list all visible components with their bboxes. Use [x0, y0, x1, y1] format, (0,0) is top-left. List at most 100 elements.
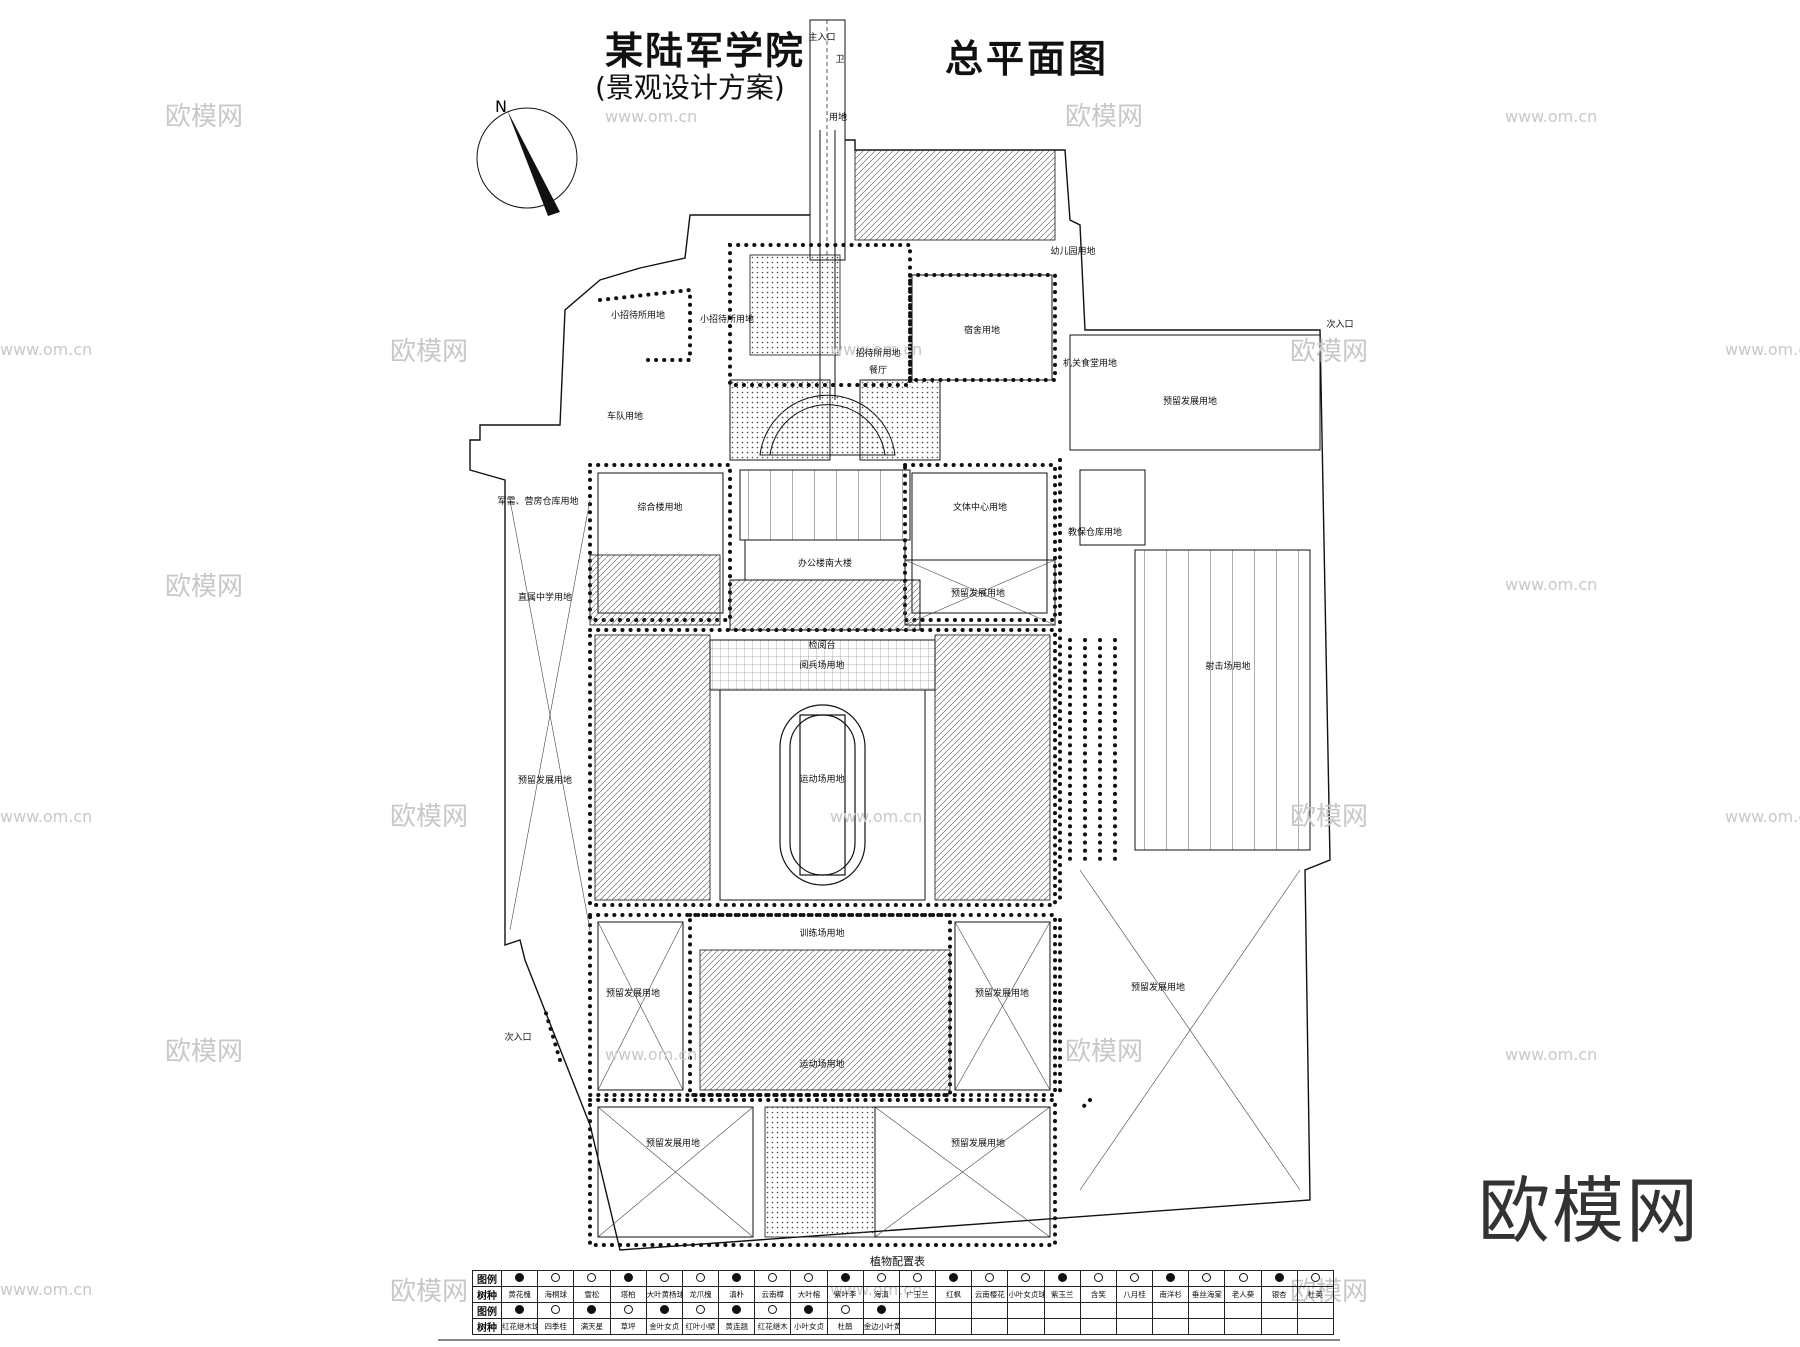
- legend-species: 大叶黄杨球: [645, 1286, 683, 1303]
- legend-species: 老人葵: [1224, 1286, 1262, 1303]
- tree-symbol-icon: [840, 1273, 850, 1282]
- label-reserve-se: 预留发展用地: [975, 987, 1029, 999]
- legend-symbol: [500, 1302, 539, 1319]
- shrub-symbol-icon: [587, 1305, 597, 1314]
- row-label: 树种: [472, 1286, 502, 1303]
- legend-species-row-1: 树种黄花槐海桐球雪松塔柏大叶黄杨球龙爪槐滇朴云南樟大叶榕紫叶李海滇广玉兰红枫云南…: [472, 1286, 1335, 1303]
- label-storage: 教保仓库用地: [1068, 526, 1122, 538]
- legend-symbol-row-1: 图例: [472, 1270, 1335, 1287]
- label-canteen: 机关食堂用地: [1063, 357, 1117, 369]
- tree-symbol-icon: [1093, 1273, 1103, 1282]
- label-sports-small: 运动场用地: [799, 1058, 844, 1070]
- legend-symbol: [898, 1302, 937, 1319]
- plan-title: 总平面图: [945, 37, 1110, 81]
- legend-species: 金边小叶黄: [862, 1318, 900, 1335]
- plant-legend-table: 图例 树种黄花槐海桐球雪松塔柏大叶黄杨球龙爪槐滇朴云南樟大叶榕紫叶李海滇广玉兰红…: [472, 1270, 1335, 1335]
- svg-text:欧模网: 欧模网: [165, 1037, 243, 1067]
- legend-species: 海滇: [862, 1286, 900, 1303]
- svg-text:www.om.cn: www.om.cn: [1725, 807, 1800, 826]
- legend-species: 金叶女贞: [645, 1318, 683, 1335]
- tree-symbol-icon: [985, 1273, 995, 1282]
- storage-block: [1079, 469, 1146, 546]
- label-use-land: 用地: [829, 111, 847, 123]
- svg-text:www.om.cn: www.om.cn: [0, 340, 92, 359]
- tree-symbol-icon: [1021, 1273, 1031, 1282]
- legend-symbol: [500, 1270, 539, 1287]
- label-complex: 综合楼用地: [637, 501, 682, 513]
- legend-species: 红叶小檗: [681, 1318, 720, 1335]
- tree-symbol-icon: [695, 1273, 705, 1282]
- label-guard: 卫: [835, 55, 844, 65]
- shrub-symbol-icon: [732, 1305, 742, 1314]
- legend-symbol: [935, 1270, 973, 1287]
- legend-species: 紫玉兰: [1043, 1286, 1081, 1303]
- legend-symbol: [1260, 1270, 1298, 1287]
- garden-south: [699, 949, 951, 1091]
- legend-species: 塔柏: [609, 1286, 647, 1303]
- svg-text:www.om.cn: www.om.cn: [0, 1280, 92, 1299]
- legend-species: [1007, 1318, 1045, 1335]
- tree-symbol-icon: [1310, 1273, 1320, 1282]
- legend-species: 滇朴: [718, 1286, 756, 1303]
- garden-guest: [749, 254, 841, 356]
- tree-symbol-icon: [768, 1273, 778, 1282]
- svg-text:www.om.cn: www.om.cn: [830, 340, 922, 359]
- legend-symbol: [790, 1270, 828, 1287]
- svg-text:www.om.cn: www.om.cn: [1505, 575, 1597, 594]
- legend-species: [935, 1318, 973, 1335]
- garden-school: [589, 554, 721, 626]
- garden-north: [854, 149, 1056, 241]
- legend-species: 云南樟: [754, 1286, 792, 1303]
- shrub-symbol-icon: [515, 1305, 525, 1314]
- tree-symbol-icon: [587, 1273, 597, 1282]
- svg-text:欧模网: 欧模网: [1290, 802, 1368, 832]
- garden-east: [934, 634, 1051, 901]
- svg-text:www.om.cn: www.om.cn: [605, 107, 697, 126]
- shrub-symbol-icon: [659, 1305, 669, 1314]
- legend-symbol: [718, 1270, 756, 1287]
- legend-symbol: [609, 1270, 647, 1287]
- label-small-guest-left: 小招待所用地: [611, 309, 665, 321]
- legend-species: 红花继木: [754, 1318, 792, 1335]
- legend-species: 小叶女贞: [790, 1318, 828, 1335]
- legend-symbol-row-2: 图例: [472, 1302, 1335, 1319]
- legend-symbol: [971, 1302, 1009, 1319]
- label-reviewing: 检阅台: [808, 639, 835, 651]
- legend-symbol: [537, 1302, 575, 1319]
- legend-symbol: [790, 1302, 828, 1319]
- legend-symbol: [1007, 1270, 1045, 1287]
- label-sports-main: 运动场用地: [799, 773, 844, 785]
- label-dorm: 宿舍用地: [964, 324, 1000, 336]
- legend-species: 云南樱花: [971, 1286, 1009, 1303]
- label-training: 训练场用地: [799, 927, 844, 939]
- tree-symbol-icon: [1166, 1273, 1176, 1282]
- page-title: 某陆军学院: [605, 29, 806, 73]
- legend-symbol: [573, 1302, 611, 1319]
- legend-species: 海桐球: [537, 1286, 575, 1303]
- legend-species: 紫叶李: [826, 1286, 864, 1303]
- legend-symbol: [681, 1302, 720, 1319]
- legend-symbol: [971, 1270, 1009, 1287]
- legend-symbol: [935, 1302, 973, 1319]
- legend-symbol: [1296, 1270, 1335, 1287]
- legend-symbol: [718, 1302, 756, 1319]
- garden-bottom: [764, 1106, 876, 1238]
- label-shooting: 射击场用地: [1205, 660, 1250, 672]
- svg-text:欧模网: 欧模网: [390, 802, 468, 832]
- legend-species: 红花继木球: [500, 1318, 539, 1335]
- legend-species-row-2: 树种红花继木球四季桂满天星草坪金叶女贞红叶小檗黄连翘红花继木小叶女贞杜鹃金边小叶…: [472, 1318, 1335, 1335]
- shrub-symbol-icon: [804, 1305, 814, 1314]
- legend-species: 四季桂: [537, 1318, 575, 1335]
- sports-field: [719, 689, 926, 901]
- svg-text:欧模网: 欧模网: [1290, 337, 1368, 367]
- legend-species: [1296, 1318, 1335, 1335]
- svg-text:www.om.cn: www.om.cn: [0, 807, 92, 826]
- running-track: [779, 704, 866, 886]
- watermark-urls: www.om.cn www.om.cn www.om.cn www.om.cn …: [0, 107, 1800, 1299]
- label-reserve-mid: 预留发展用地: [951, 587, 1005, 599]
- legend-symbol: [1152, 1302, 1190, 1319]
- legend-symbol: [1296, 1302, 1335, 1319]
- label-side-entry-east: 次入口: [1326, 318, 1353, 330]
- legend-symbol: [1224, 1270, 1262, 1287]
